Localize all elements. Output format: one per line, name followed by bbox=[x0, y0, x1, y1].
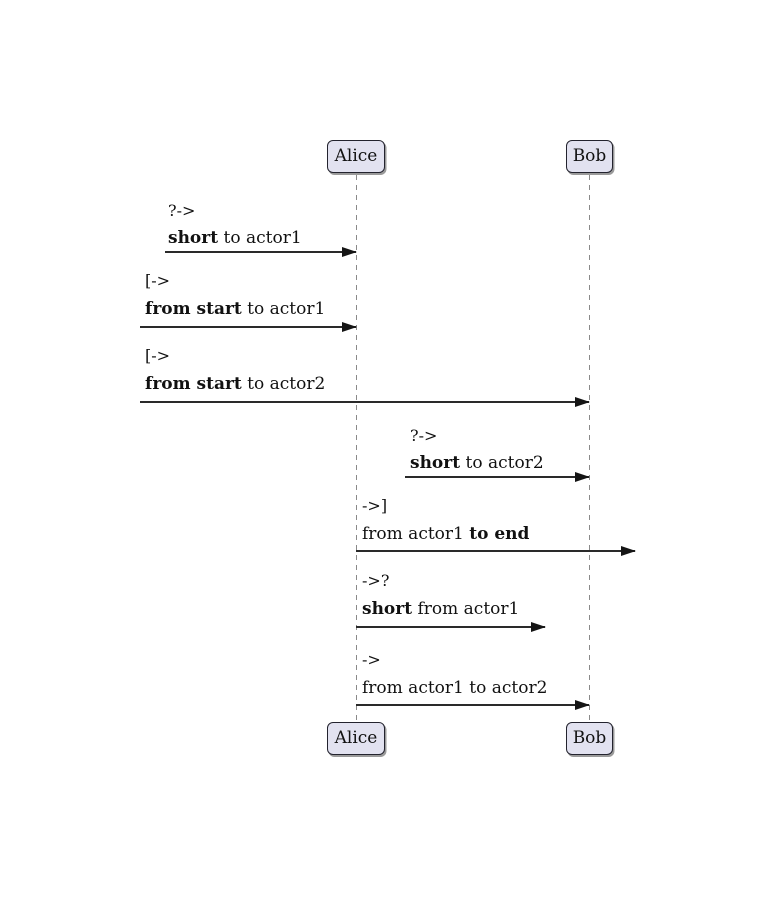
label-part: from actor1 to actor2 bbox=[362, 678, 548, 698]
message-marker: ->? bbox=[362, 571, 390, 590]
message-arrow bbox=[140, 401, 589, 403]
label-part: to actor2 bbox=[241, 374, 326, 394]
label-part: short bbox=[168, 228, 219, 248]
message-arrow bbox=[356, 704, 589, 706]
label-part: short bbox=[410, 453, 461, 473]
label-part: short bbox=[362, 599, 413, 619]
participant-alice-top: Alice bbox=[327, 140, 385, 173]
label-part: from actor1 bbox=[362, 524, 470, 544]
message-label: short to actor2 bbox=[410, 453, 544, 473]
participant-label: Alice bbox=[334, 146, 378, 166]
message-arrow bbox=[165, 251, 356, 253]
message-label: short to actor1 bbox=[168, 228, 302, 248]
message-marker: [-> bbox=[145, 346, 171, 365]
participant-bob-bottom: Bob bbox=[566, 722, 613, 755]
participant-label: Alice bbox=[334, 728, 378, 748]
message-label: from start to actor2 bbox=[145, 374, 325, 394]
message-marker: ?-> bbox=[168, 201, 196, 220]
message-marker: [-> bbox=[145, 271, 171, 290]
message-label: from actor1 to actor2 bbox=[362, 678, 547, 698]
participant-alice-bottom: Alice bbox=[327, 722, 385, 755]
label-part: to actor1 bbox=[241, 299, 326, 319]
participant-label: Bob bbox=[572, 728, 607, 748]
label-part: to end bbox=[469, 524, 530, 544]
participant-label: Bob bbox=[572, 146, 607, 166]
message-arrow bbox=[405, 476, 589, 478]
participant-bob-top: Bob bbox=[566, 140, 613, 173]
message-marker: -> bbox=[362, 650, 381, 669]
label-part: to actor1 bbox=[218, 228, 302, 248]
message-marker: ->] bbox=[362, 496, 388, 515]
lifeline-bob bbox=[589, 175, 590, 722]
message-label: from start to actor1 bbox=[145, 299, 325, 319]
message-arrow bbox=[356, 550, 635, 552]
message-label: short from actor1 bbox=[362, 599, 519, 619]
label-part: from actor1 bbox=[412, 599, 520, 619]
message-arrow bbox=[140, 326, 356, 328]
message-arrow bbox=[356, 626, 545, 628]
message-marker: ?-> bbox=[410, 426, 438, 445]
lifeline-alice bbox=[356, 175, 357, 722]
label-part: to actor2 bbox=[460, 453, 544, 473]
label-part: from start bbox=[145, 299, 242, 319]
message-label: from actor1 to end bbox=[362, 524, 529, 544]
label-part: from start bbox=[145, 374, 242, 394]
